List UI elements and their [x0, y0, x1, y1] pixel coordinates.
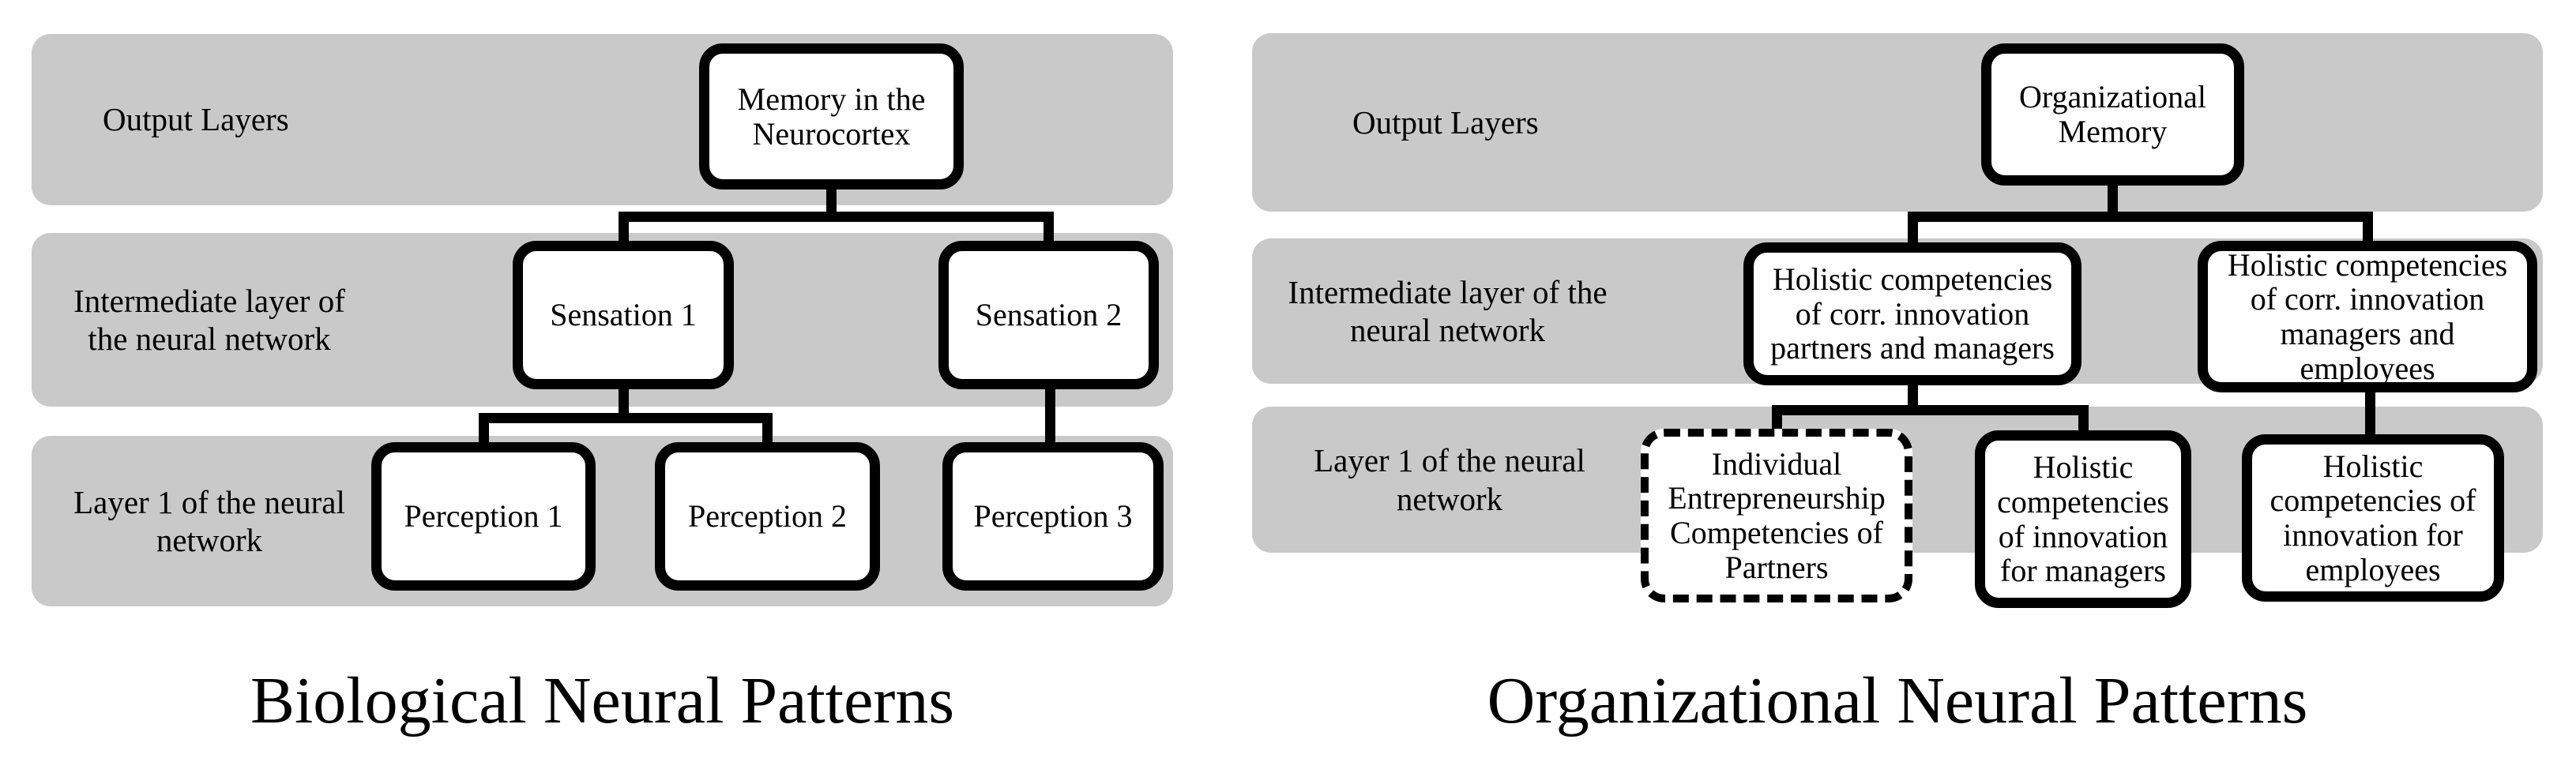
connector-sensation2-perception3 [1045, 387, 1055, 446]
connector-branch-layer1 [1772, 405, 2089, 415]
connector-sensation1-stub [619, 387, 629, 418]
connector-drop-innovation-managers [2078, 405, 2089, 437]
connector-branch-intermediate [1908, 212, 2373, 222]
node-holistic-corr-partners-managers: Holistic competencies of corr. innovatio… [1743, 242, 2081, 385]
node-sensation-2: Sensation 2 [938, 241, 1159, 389]
organizational-title: Organizational Neural Patterns [1487, 664, 2308, 737]
connector-drop-perception2 [762, 413, 773, 446]
node-holistic-innovation-employees: Holistic competencies of innovation for … [2242, 434, 2504, 602]
connector-drop-entrepreneurship [1772, 405, 1782, 435]
connector-drop-perception1 [479, 413, 489, 446]
connector-drop-intermediate-left [1908, 212, 1918, 248]
connector-drop-sensation1 [619, 212, 629, 246]
intermediate-layer-label-right: Intermediate layer of the neural network [1288, 273, 1608, 348]
output-layers-label-left: Output Layers [103, 101, 289, 138]
connector-branch-sensations [619, 212, 1054, 222]
node-organizational-memory: Organizational Memory [1981, 43, 2244, 186]
layer1-label-right: Layer 1 of the neural network [1314, 442, 1585, 517]
intermediate-layer-label-left: Intermediate layer of the neural network [73, 282, 345, 357]
connector-intermediate-right-employees [2365, 390, 2375, 439]
connector-drop-intermediate-right [2363, 212, 2373, 246]
node-memory-in-the-neurocortex: Memory in the Neurocortex [699, 43, 964, 190]
node-holistic-corr-managers-employees: Holistic competencies of corr. innovatio… [2198, 241, 2537, 392]
node-perception-1: Perception 1 [371, 442, 596, 591]
connector-drop-sensation2 [1044, 212, 1054, 246]
node-perception-3: Perception 3 [942, 442, 1164, 591]
node-individual-entrepreneurship-competencies: Individual Entrepreneurship Competencies… [1641, 429, 1912, 602]
node-perception-2: Perception 2 [655, 442, 880, 591]
node-holistic-innovation-managers: Holistic competencies of innovation for … [1975, 430, 2191, 608]
node-sensation-1: Sensation 1 [513, 241, 734, 389]
output-layers-band-right [1252, 33, 2543, 212]
biological-title: Biological Neural Patterns [250, 664, 955, 737]
connector-branch-perceptions [479, 413, 773, 423]
output-layers-label-right: Output Layers [1352, 103, 1539, 141]
output-layers-band-left [32, 34, 1173, 205]
layer1-label-left: Layer 1 of the neural network [73, 483, 345, 558]
